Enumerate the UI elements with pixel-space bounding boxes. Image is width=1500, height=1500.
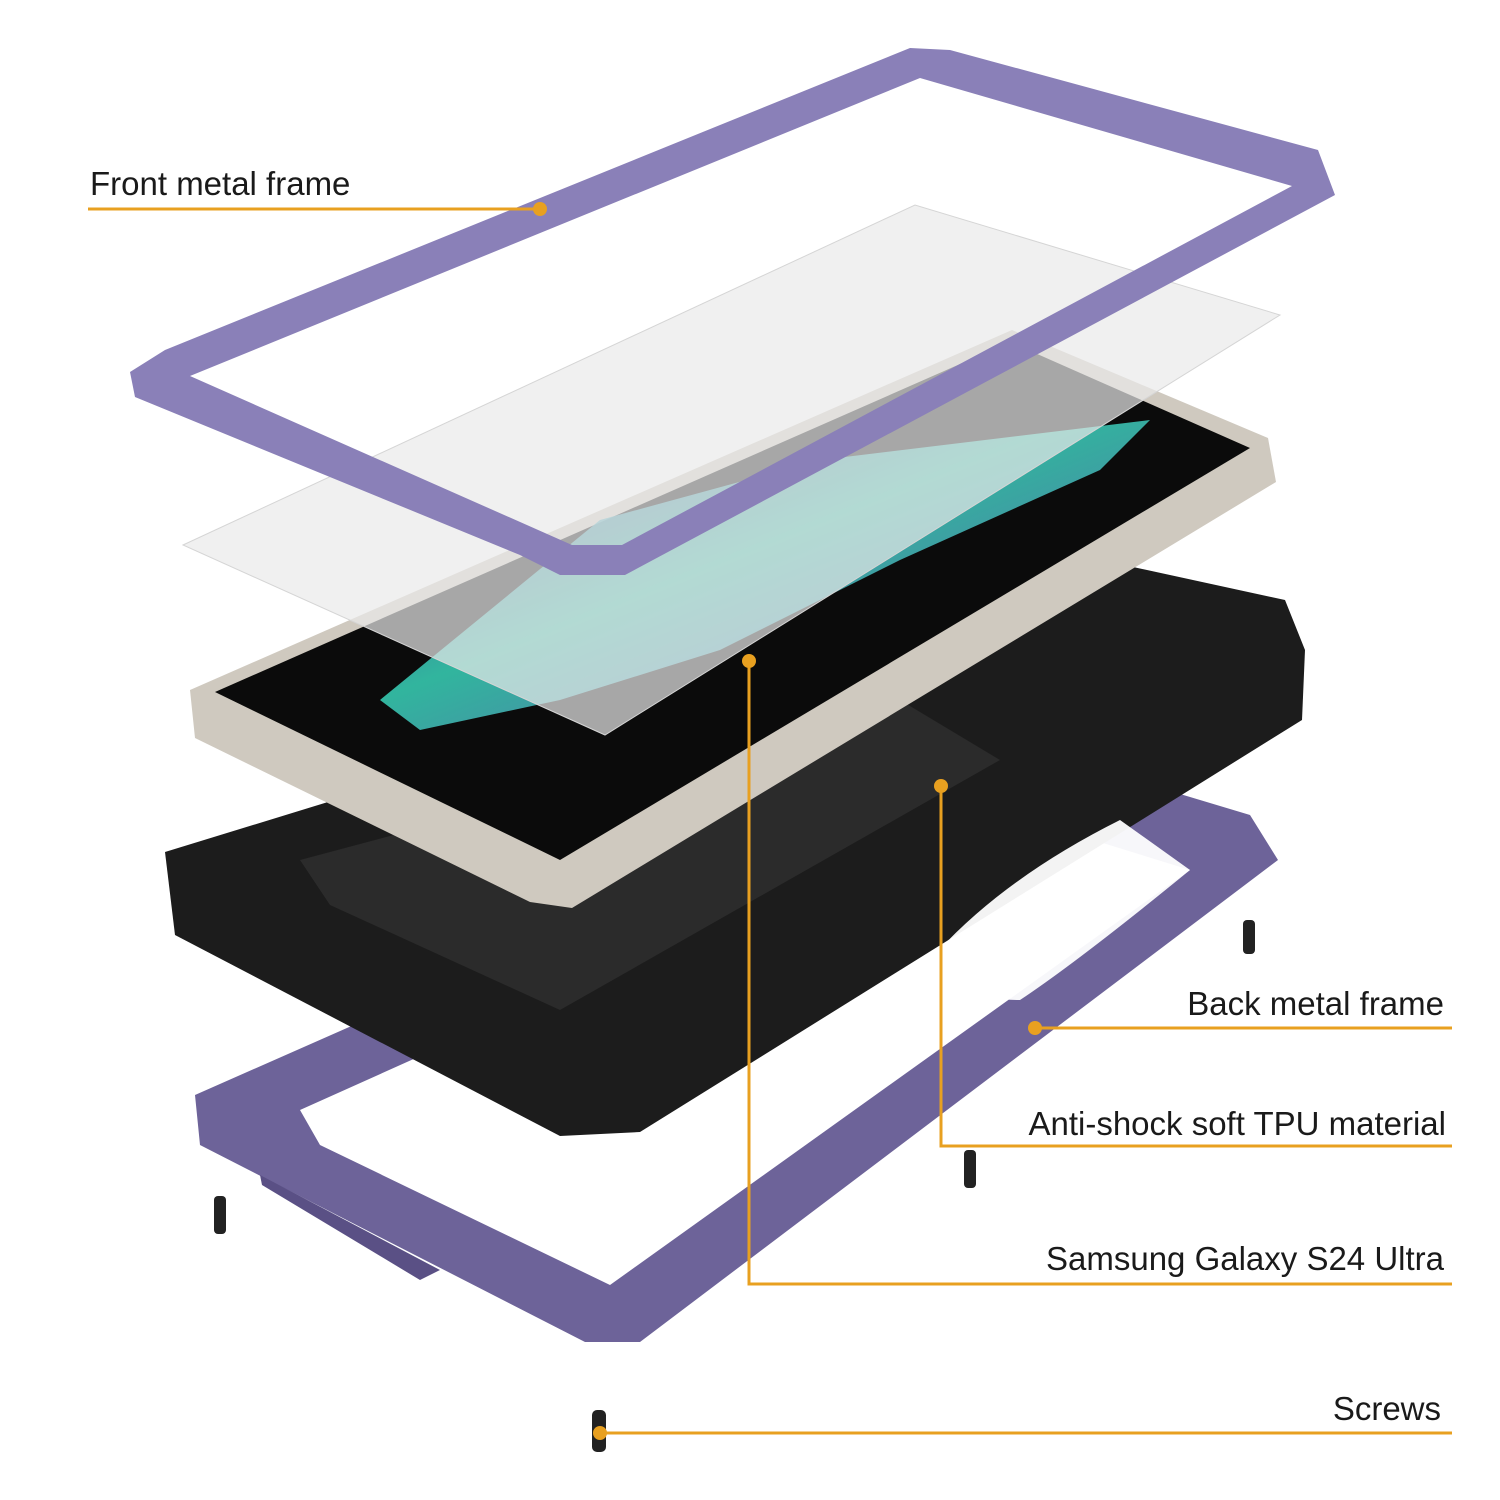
callout-lines [88, 207, 1452, 1435]
label-front-metal-frame: Front metal frame [90, 165, 350, 202]
screw-icon [214, 1196, 226, 1234]
front-metal-frame [130, 48, 1335, 575]
callout-dots [533, 202, 1042, 1440]
label-back-metal-frame: Back metal frame [1187, 985, 1444, 1022]
screen-protector [181, 204, 1282, 736]
screws [214, 920, 1255, 1452]
label-tpu-material: Anti-shock soft TPU material [1028, 1105, 1446, 1142]
screw-icon [964, 1150, 976, 1188]
screw-icon [1243, 920, 1255, 954]
label-phone-model: Samsung Galaxy S24 Ultra [1046, 1240, 1445, 1277]
label-screws: Screws [1333, 1390, 1441, 1427]
